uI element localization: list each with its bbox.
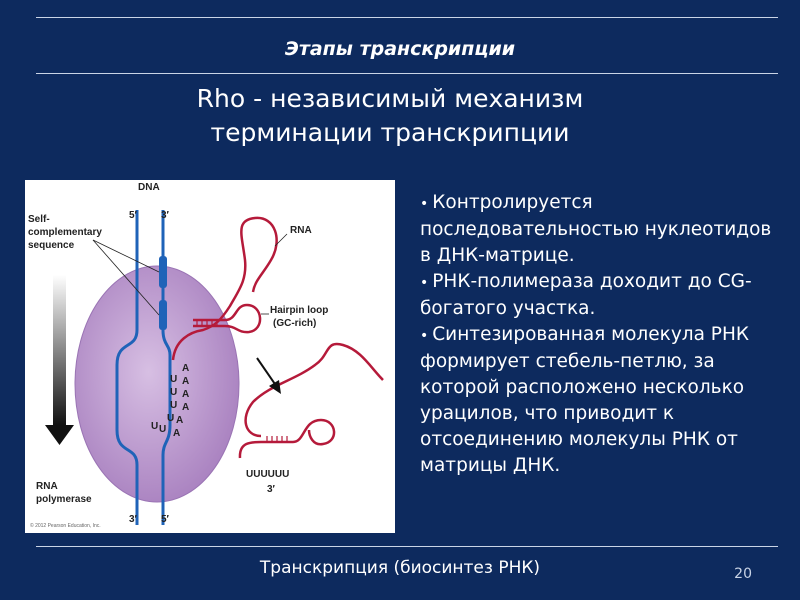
- dna-template-strand: [115, 210, 139, 525]
- transcription-termination-figure: DNA 5′ 3′ 3′ 5′ Self- complementary sequ…: [25, 180, 395, 533]
- hairpin-label-2: (GC-rich): [273, 318, 316, 329]
- bullet-dot-icon: •: [420, 328, 429, 344]
- u-base: U: [167, 413, 174, 424]
- a-base: A: [173, 428, 180, 439]
- dna-top-left-end: 5′: [129, 210, 138, 221]
- process-arrow-line: [256, 357, 278, 388]
- bullet-item: •Контролируется последовательностью нукл…: [420, 190, 785, 269]
- released-rna: [238, 342, 384, 459]
- rna-pointer: [274, 233, 288, 247]
- self-comp-label-1: Self-: [28, 214, 50, 225]
- bullet-text: Контролируется последовательностью нукле…: [420, 192, 772, 266]
- rna-polymerase-shape: [74, 265, 240, 503]
- bullet-list: •Контролируется последовательностью нукл…: [420, 190, 785, 479]
- bullet-text: РНК-полимераза доходит до CG-богатого уч…: [420, 271, 752, 319]
- nascent-rna: [171, 216, 278, 361]
- hairpin-label-1: Hairpin loop: [270, 305, 328, 316]
- bullet-text: Синтезированная молекула РНК формирует с…: [420, 324, 750, 476]
- a-base: A: [182, 376, 189, 387]
- slide-title-line2: терминации транскрипции: [210, 118, 570, 147]
- released-stem-rungs: [266, 436, 288, 442]
- dna-label: DNA: [138, 182, 160, 193]
- bullet-item: •Синтезированная молекула РНК формирует …: [420, 322, 785, 479]
- bullet-item: •РНК-полимераза доходит до CG-богатого у…: [420, 269, 785, 322]
- hairpin-stem-rungs: [196, 320, 218, 326]
- self-comp-block-1: [159, 256, 167, 288]
- header-rule-bottom: [36, 73, 778, 74]
- dna-coding-strand: [161, 210, 172, 525]
- dna-top-right-end: 3′: [161, 210, 170, 221]
- u-base: U: [170, 374, 177, 385]
- a-base: A: [182, 389, 189, 400]
- slide-title: Rho - независимый механизм терминации тр…: [130, 82, 650, 150]
- polymerase-label-1: RNA: [36, 481, 58, 492]
- slide-title-line1: Rho - независимый механизм: [196, 84, 584, 113]
- self-comp-label-3: sequence: [28, 240, 75, 251]
- bullet-dot-icon: •: [420, 196, 429, 212]
- footer-rule: [36, 546, 778, 547]
- direction-arrow-head: [45, 425, 74, 445]
- a-base: A: [176, 415, 183, 426]
- rna-label: RNA: [290, 225, 312, 236]
- a-base: A: [182, 363, 189, 374]
- bullet-dot-icon: •: [420, 275, 429, 291]
- self-comp-pointer-2: [92, 239, 160, 316]
- released-tail-label: UUUUUU: [246, 469, 289, 480]
- self-comp-block-2: [159, 300, 167, 330]
- direction-arrow-shaft: [53, 275, 66, 425]
- termination-diagram: DNA 5′ 3′ 3′ 5′ Self- complementary sequ…: [28, 182, 384, 529]
- u-base: U: [170, 387, 177, 398]
- footer-text: Транскрипция (биосинтез РНК): [259, 558, 541, 578]
- released-end-label: 3′: [267, 484, 276, 495]
- u-base: U: [170, 400, 177, 411]
- header-title: Этапы транскрипции: [284, 38, 516, 60]
- a-bases: A A A A A A: [173, 363, 189, 439]
- dna-bottom-right-end: 5′: [161, 514, 170, 525]
- self-comp-label-2: complementary: [28, 227, 102, 238]
- u-bases: U U U U U U: [151, 374, 177, 435]
- header-rule-top: [36, 17, 778, 18]
- process-arrow-head: [269, 380, 281, 394]
- hairpin-loop: [193, 303, 262, 334]
- copyright-text: © 2012 Pearson Education, Inc.: [30, 522, 101, 529]
- u-base: U: [151, 421, 158, 432]
- u-base: U: [159, 424, 166, 435]
- dna-bottom-left-end: 3′: [129, 514, 138, 525]
- page-number: 20: [734, 566, 752, 582]
- a-base: A: [182, 402, 189, 413]
- self-comp-pointer-1: [92, 239, 160, 273]
- polymerase-label-2: polymerase: [36, 494, 92, 505]
